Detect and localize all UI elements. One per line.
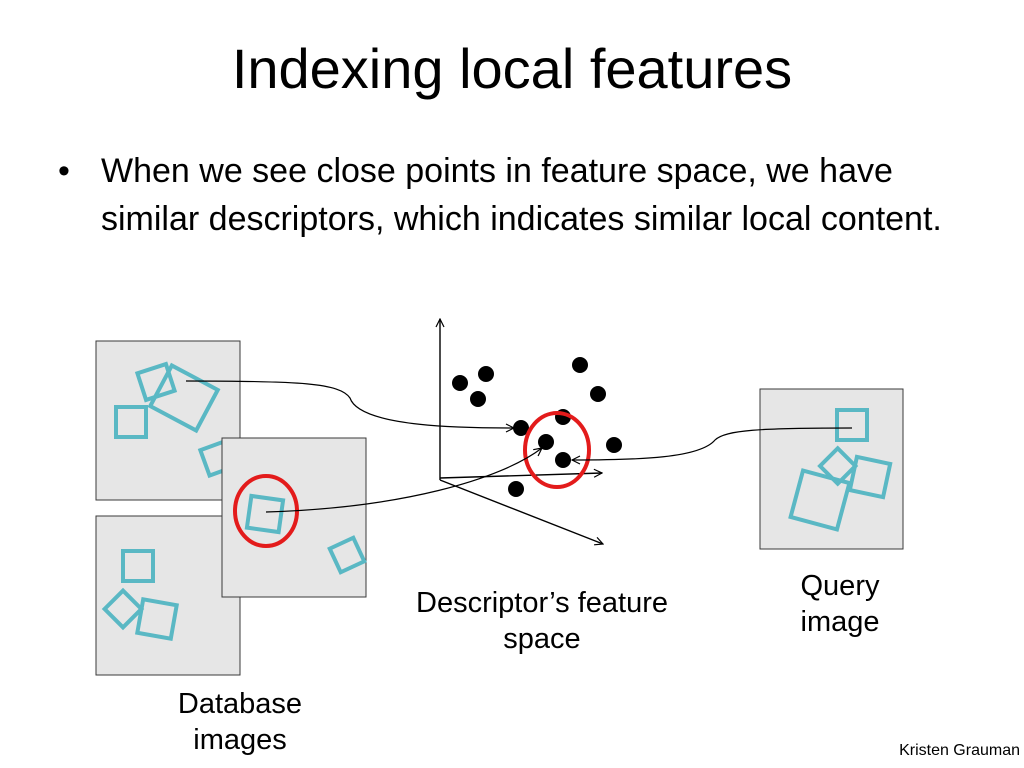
query-image-label: Query image (800, 570, 880, 638)
database-image-1 (95, 340, 241, 501)
feature-patch (121, 549, 155, 583)
query-image (759, 388, 904, 550)
query-neighborhood-circle (523, 411, 591, 489)
arrow-db2-to-space (265, 448, 542, 513)
feature-space-axes (440, 319, 603, 544)
arrow-db1-to-space (185, 380, 514, 428)
x-axis (439, 473, 602, 479)
feature-point (508, 481, 524, 497)
feature-point (538, 434, 554, 450)
database-image-3 (95, 515, 241, 676)
feature-patch (817, 445, 859, 487)
feature-patch (327, 535, 367, 575)
feature-point (572, 357, 588, 373)
feature-point (478, 366, 494, 382)
feature-point (452, 375, 468, 391)
bullet-marker: • (58, 152, 70, 190)
bullet-text: When we see close points in feature spac… (101, 152, 942, 238)
database-image-2 (221, 437, 367, 598)
feature-points (452, 357, 622, 497)
z-axis (439, 479, 603, 544)
arrow-query-to-space (572, 427, 853, 460)
feature-patch (114, 405, 148, 439)
feature-space-label: Descriptor’s feature space (416, 587, 668, 655)
feature-patch (835, 408, 869, 442)
feature-patch (134, 361, 178, 403)
feature-patch (134, 596, 180, 642)
author-credit: Kristen Grauman (899, 742, 1020, 759)
feature-point (555, 452, 571, 468)
feature-patch (101, 587, 145, 631)
database-images-label: Database images (177, 688, 303, 756)
feature-point (590, 386, 606, 402)
feature-point (470, 391, 486, 407)
slide-title: Indexing local features (231, 37, 793, 100)
feature-point (513, 420, 529, 436)
feature-patch (788, 468, 852, 532)
mapping-arrows (185, 380, 853, 513)
feature-patch (147, 362, 221, 434)
feature-patch (847, 454, 893, 500)
feature-point (606, 437, 622, 453)
feature-patch (244, 493, 286, 535)
